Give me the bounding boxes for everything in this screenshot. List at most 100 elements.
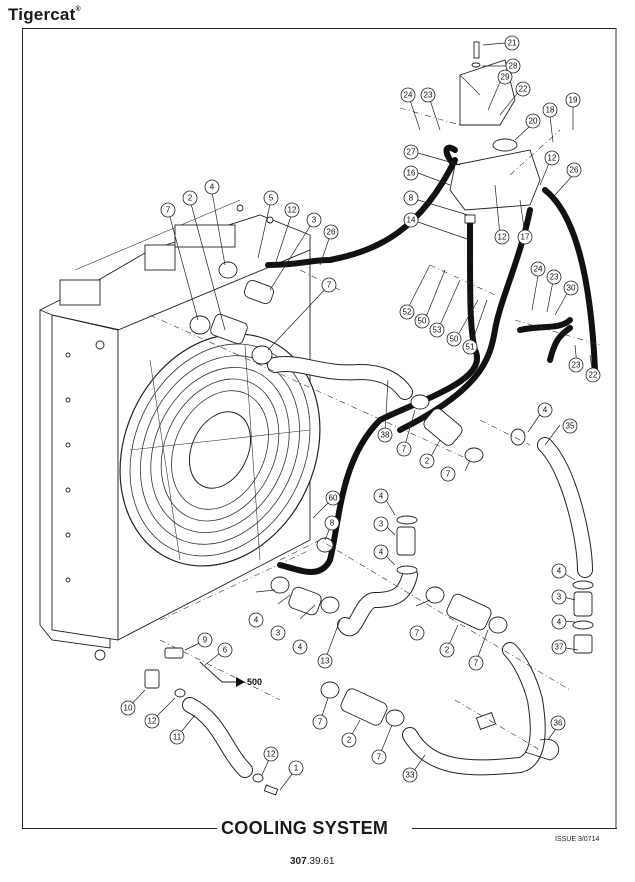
callout-4: 4 (373, 544, 389, 560)
svg-text:24: 24 (404, 91, 413, 100)
callout-22: 22 (515, 81, 531, 97)
svg-text:11: 11 (173, 733, 182, 742)
svg-text:2: 2 (445, 646, 450, 655)
drawing-frame (22, 28, 617, 828)
svg-text:22: 22 (589, 371, 598, 380)
svg-text:22: 22 (519, 85, 528, 94)
svg-text:7: 7 (415, 629, 420, 638)
svg-text:52: 52 (403, 308, 412, 317)
coolant-tank (449, 41, 541, 224)
svg-text:12: 12 (498, 233, 507, 242)
svg-text:20: 20 (529, 117, 538, 126)
callout-7: 7 (396, 441, 412, 457)
svg-text:9: 9 (203, 636, 208, 645)
svg-text:10: 10 (124, 704, 133, 713)
callout-30: 30 (563, 280, 579, 296)
svg-text:26: 26 (327, 228, 336, 237)
callout-3: 3 (551, 589, 567, 605)
callout-33: 33 (402, 767, 418, 783)
callout-4: 4 (292, 639, 308, 655)
svg-text:21: 21 (508, 39, 517, 48)
callout-52: 52 (399, 304, 415, 320)
svg-text:3: 3 (312, 216, 317, 225)
centerlines (149, 107, 601, 751)
callout-36: 36 (550, 715, 566, 731)
svg-text:38: 38 (381, 431, 390, 440)
callout-38: 38 (377, 427, 393, 443)
callout-4: 4 (248, 612, 264, 628)
callout-26: 26 (323, 224, 339, 240)
callout-4: 4 (537, 402, 553, 418)
svg-text:23: 23 (424, 91, 433, 100)
callout-7: 7 (321, 277, 337, 293)
svg-text:4: 4 (298, 643, 303, 652)
svg-text:7: 7 (402, 445, 407, 454)
callout-18: 18 (542, 102, 558, 118)
svg-text:33: 33 (406, 771, 415, 780)
callout-27: 27 (403, 144, 419, 160)
callout-26: 26 (566, 162, 582, 178)
callout-16: 16 (403, 165, 419, 181)
callout-5: 5 (263, 190, 279, 206)
svg-text:4: 4 (379, 548, 384, 557)
callout-50: 50 (414, 313, 430, 329)
svg-text:5: 5 (269, 194, 274, 203)
svg-text:26: 26 (570, 166, 579, 175)
callout-7: 7 (440, 466, 456, 482)
callout-14: 14 (403, 212, 419, 228)
svg-text:7: 7 (377, 753, 382, 762)
svg-text:29: 29 (501, 73, 510, 82)
callout-9: 9 (197, 632, 213, 648)
registered-mark: ® (75, 6, 81, 13)
callout-4: 4 (204, 179, 220, 195)
callout-2: 2 (341, 732, 357, 748)
page-number-major: 307 (290, 856, 307, 867)
svg-text:4: 4 (254, 616, 259, 625)
frame-bottom-rule-right (412, 828, 617, 829)
callout-12: 12 (494, 229, 510, 245)
callout-1: 1 (288, 760, 304, 776)
svg-text:60: 60 (329, 494, 338, 503)
callout-17: 17 (517, 229, 533, 245)
page-number-minor: .39.61 (306, 856, 335, 867)
svg-text:4: 4 (210, 183, 215, 192)
callout-23: 23 (420, 87, 436, 103)
svg-text:4: 4 (557, 618, 562, 627)
svg-text:18: 18 (546, 106, 555, 115)
page-number: 307.39.61 (290, 856, 335, 867)
svg-text:30: 30 (567, 284, 576, 293)
callout-7: 7 (312, 714, 328, 730)
svg-text:2: 2 (425, 457, 430, 466)
svg-text:3: 3 (557, 593, 562, 602)
svg-text:2: 2 (188, 194, 193, 203)
callout-19: 19 (565, 92, 581, 108)
callout-12: 12 (284, 202, 300, 218)
callout-24: 24 (530, 261, 546, 277)
svg-text:8: 8 (409, 194, 414, 203)
callout-11: 11 (169, 729, 185, 745)
svg-text:1: 1 (294, 764, 299, 773)
callout-53: 53 (429, 322, 445, 338)
svg-text:24: 24 (534, 265, 543, 274)
callout-4: 4 (551, 563, 567, 579)
svg-text:19: 19 (569, 96, 578, 105)
callout-4: 4 (551, 614, 567, 630)
svg-text:7: 7 (318, 718, 323, 727)
svg-text:3: 3 (379, 520, 384, 529)
callout-2: 2 (439, 642, 455, 658)
callout-28: 28 (505, 58, 521, 74)
svg-text:7: 7 (327, 281, 332, 290)
section-title: COOLING SYSTEM (221, 818, 389, 838)
callout-12: 12 (544, 150, 560, 166)
callout-8: 8 (324, 515, 340, 531)
svg-text:35: 35 (566, 422, 575, 431)
svg-text:8: 8 (330, 519, 335, 528)
svg-text:7: 7 (446, 470, 451, 479)
callouts: 21 28 29 22 24 23 18 19 20 27 16 12 26 8… (120, 35, 601, 783)
callout-2: 2 (419, 453, 435, 469)
brand-name: Tigercat (8, 5, 76, 24)
callout-23: 23 (546, 269, 562, 285)
issue-label: ISSUE 3/0714 (555, 836, 600, 843)
svg-text:23: 23 (550, 273, 559, 282)
callout-50: 50 (446, 331, 462, 347)
